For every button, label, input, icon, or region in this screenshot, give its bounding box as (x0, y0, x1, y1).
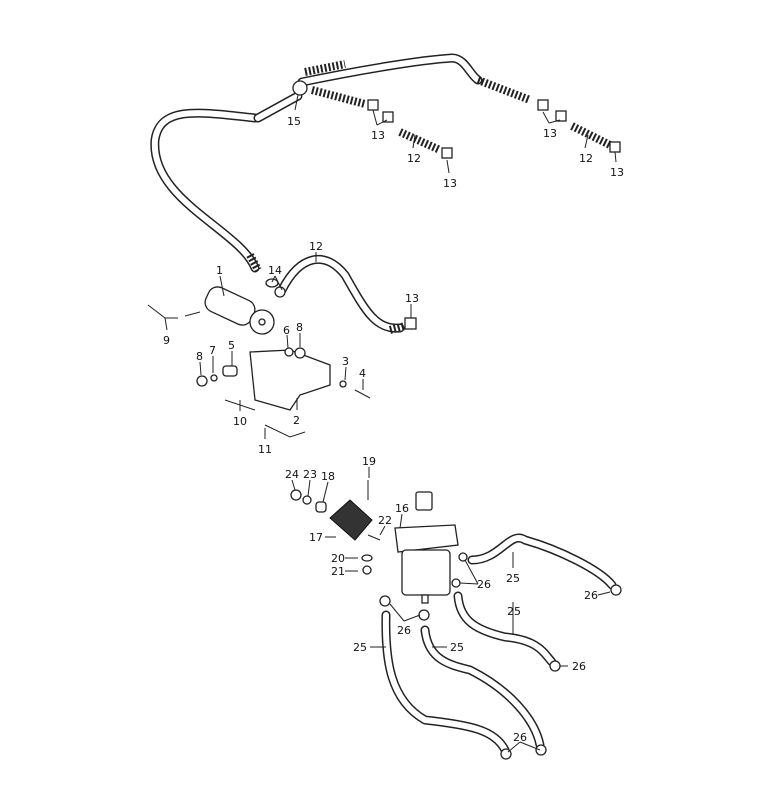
callout-18: 18 (321, 470, 335, 483)
callout-11: 11 (258, 443, 272, 456)
callout-24: 24 (285, 468, 299, 481)
fuel-filter-assembly (290, 480, 622, 760)
upper-hose-assembly (150, 53, 621, 273)
leader-lines (164, 94, 617, 753)
callout-13: 13 (610, 166, 624, 179)
hose-cap (441, 147, 453, 159)
callout-labels: 15 13 12 13 13 12 13 1 14 12 13 9 6 8 7 … (163, 115, 624, 744)
callout-10: 10 (233, 415, 247, 428)
hose-cap (367, 99, 379, 111)
callout-12: 12 (407, 152, 421, 165)
callout-3: 3 (342, 355, 349, 368)
callout-25: 25 (506, 572, 520, 585)
callout-13: 13 (543, 127, 557, 140)
filter-bracket (329, 499, 373, 541)
callout-25: 25 (353, 641, 367, 654)
callout-22: 22 (378, 514, 392, 527)
callout-6: 6 (283, 324, 290, 337)
callout-23: 23 (303, 468, 317, 481)
callout-12: 12 (309, 240, 323, 253)
callout-20: 20 (331, 552, 345, 565)
callout-9: 9 (163, 334, 170, 347)
hose-cap (555, 110, 567, 122)
callout-8: 8 (196, 350, 203, 363)
callout-13: 13 (371, 129, 385, 142)
mounting-bracket (249, 349, 331, 411)
callout-13: 13 (443, 177, 457, 190)
hose-cap (404, 317, 417, 330)
callout-26: 26 (572, 660, 586, 673)
callout-17: 17 (309, 531, 323, 544)
callout-26: 26 (513, 731, 527, 744)
callout-4: 4 (359, 367, 366, 380)
hose-cap (382, 111, 394, 123)
callout-21: 21 (331, 565, 345, 578)
callout-26: 26 (397, 624, 411, 637)
callout-13: 13 (405, 292, 419, 305)
callout-12: 12 (579, 152, 593, 165)
callout-26: 26 (477, 578, 491, 591)
callout-25: 25 (450, 641, 464, 654)
filter-bowl (401, 549, 451, 596)
tee-fitting (292, 80, 308, 96)
hose-cap (537, 99, 549, 111)
callout-1: 1 (216, 264, 223, 277)
callout-19: 19 (362, 455, 376, 468)
fuel-pump-assembly (147, 254, 417, 438)
callout-2: 2 (293, 414, 300, 427)
callout-5: 5 (228, 339, 235, 352)
callout-8: 8 (296, 321, 303, 334)
callout-25: 25 (507, 605, 521, 618)
callout-14: 14 (268, 264, 282, 277)
callout-16: 16 (395, 502, 409, 515)
callout-15: 15 (287, 115, 301, 128)
hose-cap (609, 141, 621, 153)
callout-7: 7 (209, 344, 216, 357)
callout-26: 26 (584, 589, 598, 602)
